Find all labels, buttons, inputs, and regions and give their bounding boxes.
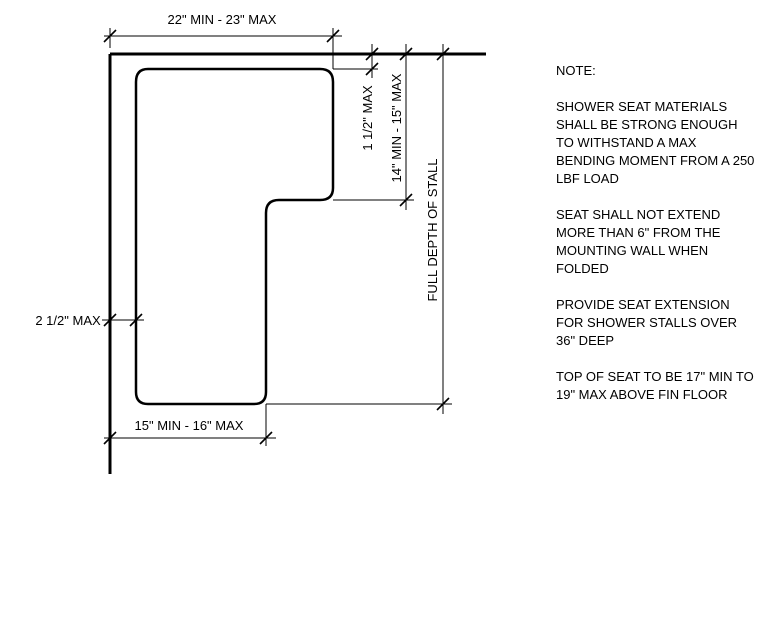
notes-title: NOTE: [556,63,596,78]
note-item: SEAT SHALL NOT EXTEND MORE THAN 6" FROM … [556,207,721,276]
bottom-width-label: 15" MIN - 16" MAX [135,418,244,433]
top-width-label: 22" MIN - 23" MAX [168,12,277,27]
note-item: PROVIDE SEAT EXTENSION FOR SHOWER STALLS… [556,297,738,348]
stall-walls [108,52,486,474]
back-gap-label: 1 1/2" MAX [360,85,375,151]
note-item: SHOWER SEAT MATERIALS SHALL BE STRONG EN… [556,99,755,186]
dimension-lines [102,28,452,446]
notes-block: NOTE: SHOWER SEAT MATERIALS SHALL BE STR… [556,62,756,422]
side-gap-label: 2 1/2" MAX [35,313,101,328]
seat-outline [134,67,335,406]
note-item: TOP OF SEAT TO BE 17" MIN TO 19" MAX ABO… [556,369,754,402]
full-depth-label: FULL DEPTH OF STALL [425,158,440,301]
wide-depth-label: 14" MIN - 15" MAX [389,73,404,182]
